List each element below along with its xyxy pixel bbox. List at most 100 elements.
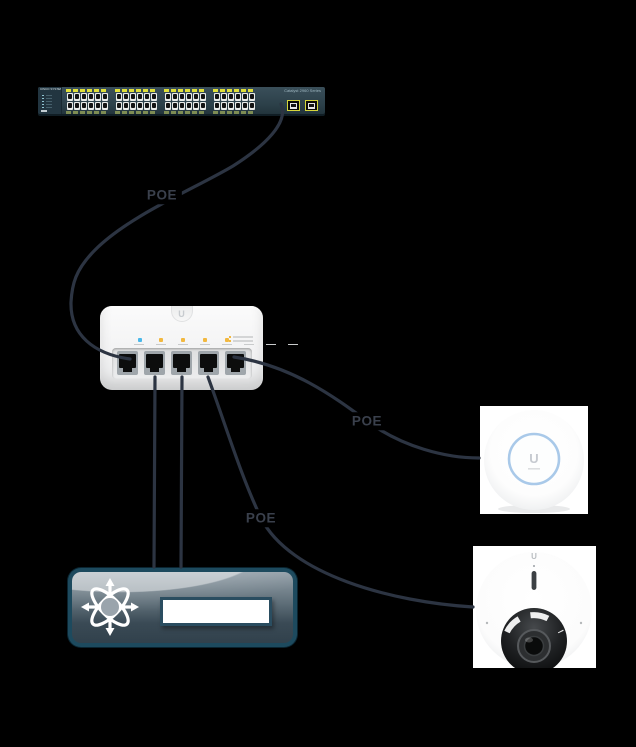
- port-number-labels: [134, 344, 306, 345]
- ethernet-port: [234, 93, 241, 101]
- ap-model-text-mark: [528, 468, 540, 470]
- ethernet-port: [73, 93, 80, 101]
- port-group: [211, 88, 257, 114]
- uplink-port: [305, 100, 318, 111]
- ethernet-port: [178, 102, 185, 110]
- ubiquiti-logo-icon: U: [531, 552, 537, 561]
- port-led-strip: [115, 89, 157, 92]
- ethernet-port: [185, 102, 192, 110]
- ethernet-port: [122, 93, 129, 101]
- poe-label-uplink: POE: [141, 186, 183, 204]
- ethernet-port: [171, 351, 192, 375]
- ethernet-port: [87, 93, 94, 101]
- ethernet-port: [94, 93, 101, 101]
- cable-poe-switch-to-router-2: [179, 375, 184, 569]
- camera-mic-slot: [531, 571, 537, 590]
- ethernet-port: [66, 93, 73, 101]
- ethernet-port: [122, 102, 129, 110]
- ap-blue-ring: [507, 432, 561, 486]
- ethernet-port: [144, 351, 165, 375]
- ethernet-port: [150, 93, 157, 101]
- port-label-strip: [66, 111, 108, 114]
- port-group: [162, 88, 208, 114]
- ubiquiti-logo-icon: U: [529, 451, 538, 466]
- ethernet-port: [234, 102, 241, 110]
- ethernet-port: [143, 102, 150, 110]
- ethernet-port: [101, 93, 108, 101]
- switch-status-labels: [46, 95, 52, 109]
- poe-led-amber: [203, 338, 207, 342]
- ethernet-port: [185, 93, 192, 101]
- cisco-brand-text: CISCO SYSTEMS: [40, 87, 61, 91]
- ethernet-port: [94, 102, 101, 110]
- poe-label-camera: POE: [240, 509, 282, 527]
- switch-brand-panel: CISCO SYSTEMS: [38, 87, 62, 114]
- poe-led-amber: [159, 338, 163, 342]
- camera-status-led: [533, 565, 535, 567]
- ethernet-port: [248, 102, 255, 110]
- port-label-strip: [164, 111, 206, 114]
- ethernet-port: [225, 351, 246, 375]
- ethernet-port: [220, 93, 227, 101]
- ethernet-port: [150, 102, 157, 110]
- ethernet-port: [164, 93, 171, 101]
- status-led-blue: [138, 338, 142, 342]
- mode-button[interactable]: [41, 110, 47, 112]
- ethernet-port: [213, 93, 220, 101]
- ethernet-port: [136, 102, 143, 110]
- ethernet-port: [164, 102, 171, 110]
- ethernet-port: [87, 102, 94, 110]
- ethernet-port: [171, 93, 178, 101]
- port-group: [64, 88, 110, 114]
- ethernet-port: [192, 93, 199, 101]
- switch-uplink-zone: Catalyst 2960 Series: [262, 88, 324, 113]
- poe-led-amber: [181, 338, 185, 342]
- port-led-strip: [164, 89, 206, 92]
- led-legend: [229, 336, 253, 344]
- dome-highlight: [504, 612, 564, 634]
- ethernet-port: [248, 93, 255, 101]
- ubiquiti-logo-icon: U: [170, 306, 193, 322]
- ethernet-port: [115, 102, 122, 110]
- ethernet-port: [199, 102, 206, 110]
- port-label-strip: [213, 111, 255, 114]
- switch-status-leds: [42, 95, 44, 109]
- port-label-strip: [115, 111, 157, 114]
- port-led-strip: [213, 89, 255, 92]
- poe-label-ap: POE: [346, 412, 388, 430]
- cable-poe-switch-to-router-1: [152, 375, 157, 569]
- ethernet-port: [199, 93, 206, 101]
- port-strip: [112, 348, 252, 379]
- ethernet-port: [171, 102, 178, 110]
- ethernet-port: [101, 102, 108, 110]
- ethernet-port: [136, 93, 143, 101]
- ethernet-port: [115, 93, 122, 101]
- poe-switch-node[interactable]: U: [100, 306, 306, 390]
- ethernet-port: [213, 102, 220, 110]
- ethernet-port: [227, 102, 234, 110]
- router-label-plate: [160, 597, 272, 626]
- uplink-port: [287, 100, 300, 111]
- core-switch-node[interactable]: CISCO SYSTEMS: [38, 87, 325, 114]
- port-led-strip: [66, 89, 108, 92]
- ethernet-port: [227, 93, 234, 101]
- router-node[interactable]: [68, 568, 297, 647]
- ethernet-port: [80, 93, 87, 101]
- ethernet-port: [192, 102, 199, 110]
- port-group: [113, 88, 159, 114]
- ethernet-port: [129, 102, 136, 110]
- ethernet-port: [66, 102, 73, 110]
- ethernet-port: [73, 102, 80, 110]
- port-groups: [64, 88, 257, 114]
- ethernet-port: [241, 93, 248, 101]
- ethernet-port: [143, 93, 150, 101]
- access-point-node[interactable]: U: [480, 406, 588, 514]
- ethernet-port: [241, 102, 248, 110]
- ethernet-port: [80, 102, 87, 110]
- camera-node[interactable]: U: [473, 546, 596, 668]
- ethernet-port: [129, 93, 136, 101]
- ethernet-port: [220, 102, 227, 110]
- multilayer-switch-arrows-icon: [81, 578, 139, 636]
- cable-poe-switch-to-ap: [232, 355, 481, 460]
